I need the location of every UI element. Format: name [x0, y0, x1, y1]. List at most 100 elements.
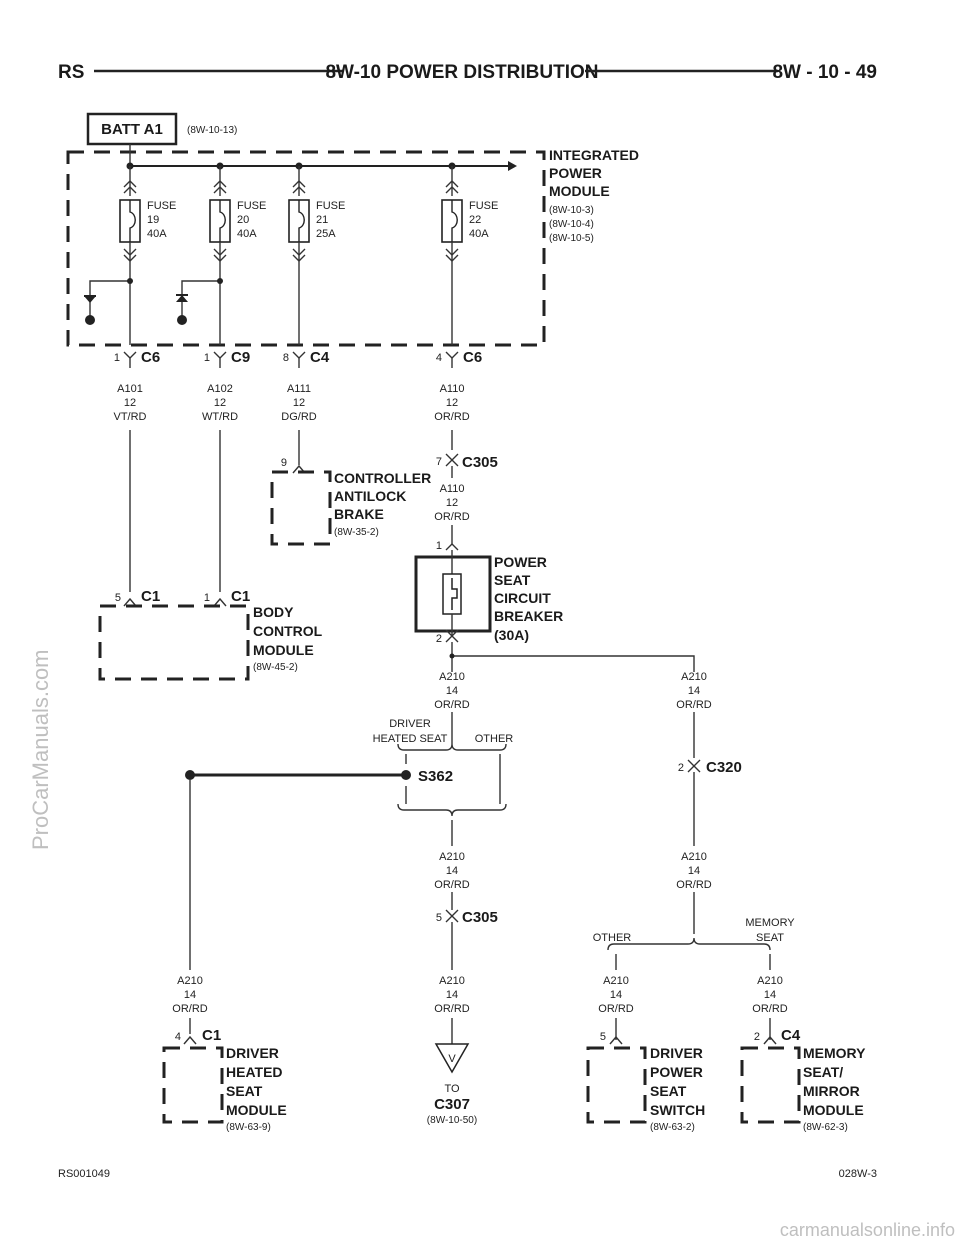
svg-text:POWER: POWER — [650, 1064, 703, 1080]
connector-c305-bottom: 5 C305 — [436, 909, 498, 926]
svg-text:12: 12 — [446, 497, 458, 509]
svg-text:40A: 40A — [469, 228, 489, 240]
batt-ref: (8W-10-13) — [187, 125, 237, 136]
svg-text:12: 12 — [124, 397, 136, 409]
svg-text:(8W-63-2): (8W-63-2) — [650, 1122, 695, 1133]
svg-text:14: 14 — [764, 989, 776, 1001]
svg-text:DRIVER: DRIVER — [650, 1045, 703, 1061]
header-right: 8W - 10 - 49 — [772, 62, 877, 83]
svg-text:14: 14 — [184, 989, 196, 1001]
svg-text:14: 14 — [610, 989, 622, 1001]
svg-text:1: 1 — [204, 352, 210, 364]
svg-text:A210: A210 — [439, 975, 465, 987]
svg-text:SWITCH: SWITCH — [650, 1102, 705, 1118]
svg-text:A210: A210 — [177, 975, 203, 987]
svg-text:5: 5 — [436, 912, 442, 924]
svg-text:C6: C6 — [141, 349, 160, 366]
svg-text:MEMORY: MEMORY — [745, 917, 795, 929]
svg-text:SEAT: SEAT — [494, 572, 531, 588]
svg-text:DRIVER: DRIVER — [389, 718, 431, 730]
svg-text:S362: S362 — [418, 768, 453, 785]
svg-text:A210: A210 — [681, 671, 707, 683]
diode-fuse-19 — [84, 278, 133, 325]
svg-text:C9: C9 — [231, 349, 250, 366]
svg-text:CONTROL: CONTROL — [253, 623, 323, 639]
page-header: RS 8W-10 POWER DISTRIBUTION 8W - 10 - 49 — [58, 62, 877, 83]
svg-text:CIRCUIT: CIRCUIT — [494, 590, 551, 606]
connector-c305-top: 7 C305 — [436, 453, 498, 471]
svg-text:C305: C305 — [462, 454, 498, 471]
svg-text:C320: C320 — [706, 759, 742, 776]
svg-text:40A: 40A — [237, 228, 257, 240]
svg-text:40A: 40A — [147, 228, 167, 240]
svg-text:HEATED SEAT: HEATED SEAT — [373, 733, 448, 745]
svg-text:OR/RD: OR/RD — [676, 699, 712, 711]
svg-text:(8W-63-9): (8W-63-9) — [226, 1122, 271, 1133]
svg-text:OR/RD: OR/RD — [676, 879, 712, 891]
svg-text:OR/RD: OR/RD — [434, 699, 470, 711]
svg-text:C6: C6 — [463, 349, 482, 366]
svg-text:4: 4 — [175, 1031, 181, 1043]
svg-text:14: 14 — [446, 865, 458, 877]
svg-text:C4: C4 — [310, 349, 330, 366]
ipm-connector-1: 1 C9 — [204, 349, 250, 368]
svg-text:POWER: POWER — [494, 554, 547, 570]
svg-text:14: 14 — [688, 685, 700, 697]
header-left: RS — [58, 62, 84, 83]
svg-text:A110: A110 — [440, 383, 465, 395]
svg-text:OTHER: OTHER — [593, 932, 632, 944]
svg-text:C1: C1 — [202, 1027, 221, 1044]
svg-text:C1: C1 — [141, 588, 160, 605]
abs-pin: 9 — [281, 457, 287, 469]
ipm-ref-1: (8W-10-3) — [549, 205, 594, 216]
svg-text:TO: TO — [444, 1083, 460, 1095]
svg-text:(8W-62-3): (8W-62-3) — [803, 1122, 848, 1133]
side-watermark: ProCarManuals.com — [28, 649, 53, 850]
svg-text:4: 4 — [436, 352, 442, 364]
svg-text:14: 14 — [446, 989, 458, 1001]
bottom-watermark: carmanualsonline.info — [780, 1220, 955, 1240]
svg-text:A102: A102 — [207, 383, 233, 395]
svg-text:OR/RD: OR/RD — [434, 511, 470, 523]
svg-text:1: 1 — [114, 352, 120, 364]
svg-text:21: 21 — [316, 214, 328, 226]
svg-text:2: 2 — [678, 762, 684, 774]
svg-text:VT/RD: VT/RD — [114, 411, 147, 423]
svg-text:SEAT/: SEAT/ — [803, 1064, 843, 1080]
batt-label: BATT A1 — [101, 121, 163, 138]
svg-text:OR/RD: OR/RD — [434, 411, 470, 423]
svg-text:2: 2 — [436, 633, 442, 645]
svg-text:MIRROR: MIRROR — [803, 1083, 860, 1099]
svg-text:HEATED: HEATED — [226, 1064, 283, 1080]
svg-text:A210: A210 — [439, 671, 465, 683]
svg-text:DRIVER: DRIVER — [226, 1045, 279, 1061]
svg-text:12: 12 — [446, 397, 458, 409]
abs-name-2: ANTILOCK — [334, 488, 406, 504]
svg-text:A210: A210 — [439, 851, 465, 863]
page-title: 8W-10 POWER DISTRIBUTION — [325, 62, 598, 83]
svg-text:A210: A210 — [757, 975, 783, 987]
to-c307: V TO C307 (8W-10-50) — [427, 1043, 477, 1126]
integrated-power-module: INTEGRATED POWER MODULE (8W-10-3) (8W-10… — [66, 147, 639, 347]
ipm-ref-2: (8W-10-4) — [549, 219, 594, 230]
svg-text:A111: A111 — [287, 383, 311, 395]
svg-text:SEAT: SEAT — [756, 932, 784, 944]
abs-name-3: BRAKE — [334, 506, 384, 522]
svg-text:1: 1 — [204, 592, 210, 604]
svg-text:14: 14 — [688, 865, 700, 877]
